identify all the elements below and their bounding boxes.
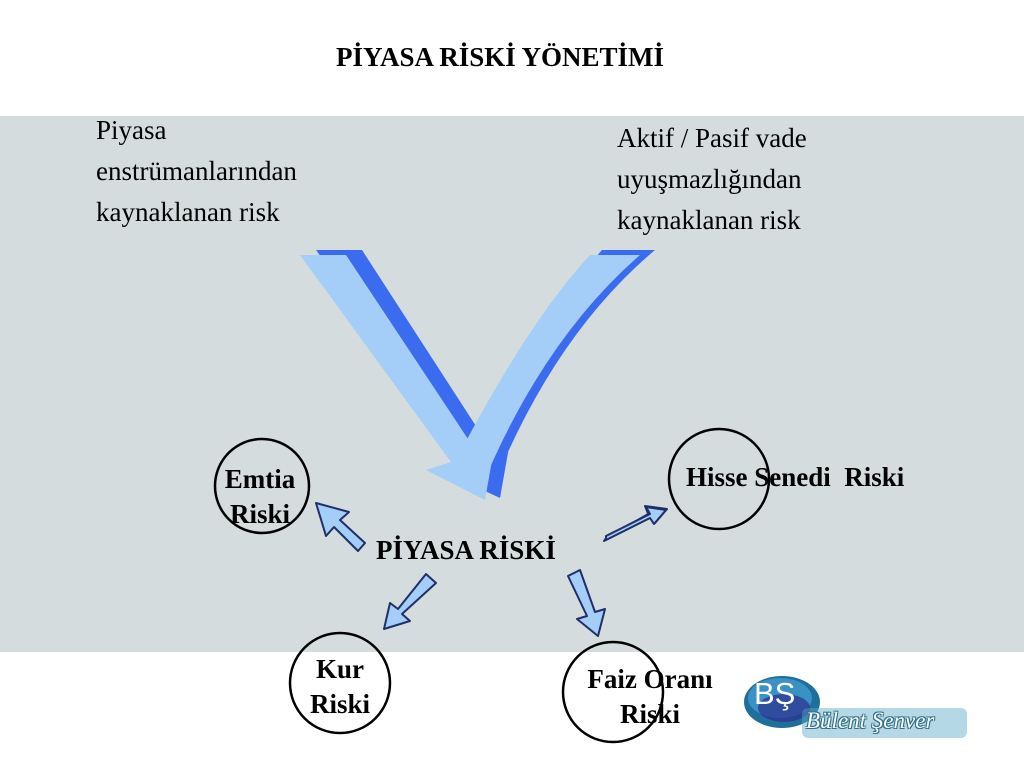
bulent-senver-logo <box>744 676 967 738</box>
faiz-label-line: Riski <box>619 699 681 729</box>
emtia-label-line: Emtia <box>224 464 296 494</box>
left-source-line: Piyasa <box>96 115 167 145</box>
logo-initials: BŞ <box>754 676 796 711</box>
center-label: PİYASA RİSKİ <box>376 535 556 565</box>
right-source-line: uyuşmazlığından <box>617 164 802 194</box>
right-source-text: Aktif / Pasif vade uyuşmazlığından kayna… <box>617 118 807 241</box>
hisse-circle <box>667 427 771 531</box>
right-source-line: Aktif / Pasif vade <box>617 123 807 153</box>
kur-circle <box>288 631 392 735</box>
left-source-line: kaynaklanan risk <box>96 197 280 227</box>
converging-arrow <box>300 250 655 500</box>
logo-name: Bülent Şenver <box>806 708 935 733</box>
left-source-line: enstrümanlarından <box>96 156 297 186</box>
arrow-to-hisse <box>603 505 668 542</box>
kur-label-line: Kur <box>315 654 364 684</box>
emtia-circle <box>213 437 311 535</box>
slide-title: PİYASA RİSKİ YÖNETİMİ <box>335 42 665 72</box>
kur-label: Kur Riski <box>290 652 390 722</box>
faiz-circle <box>561 640 665 744</box>
arrow-to-kur <box>383 573 437 630</box>
left-source-text: Piyasa enstrümanlarından kaynaklanan ris… <box>96 110 297 233</box>
arrow-to-faiz <box>567 569 606 637</box>
hisse-label: Hisse Senedi Riski <box>686 462 905 492</box>
kur-label-line: Riski <box>309 689 371 719</box>
emtia-label-line: Riski <box>229 499 291 529</box>
emtia-label: Emtia Riski <box>200 462 320 532</box>
right-source-line: kaynaklanan risk <box>617 205 801 235</box>
faiz-label: Faiz Oranı Riski <box>560 662 740 732</box>
faiz-label-line: Faiz Oranı <box>587 664 713 694</box>
arrow-to-emtia <box>315 502 366 552</box>
